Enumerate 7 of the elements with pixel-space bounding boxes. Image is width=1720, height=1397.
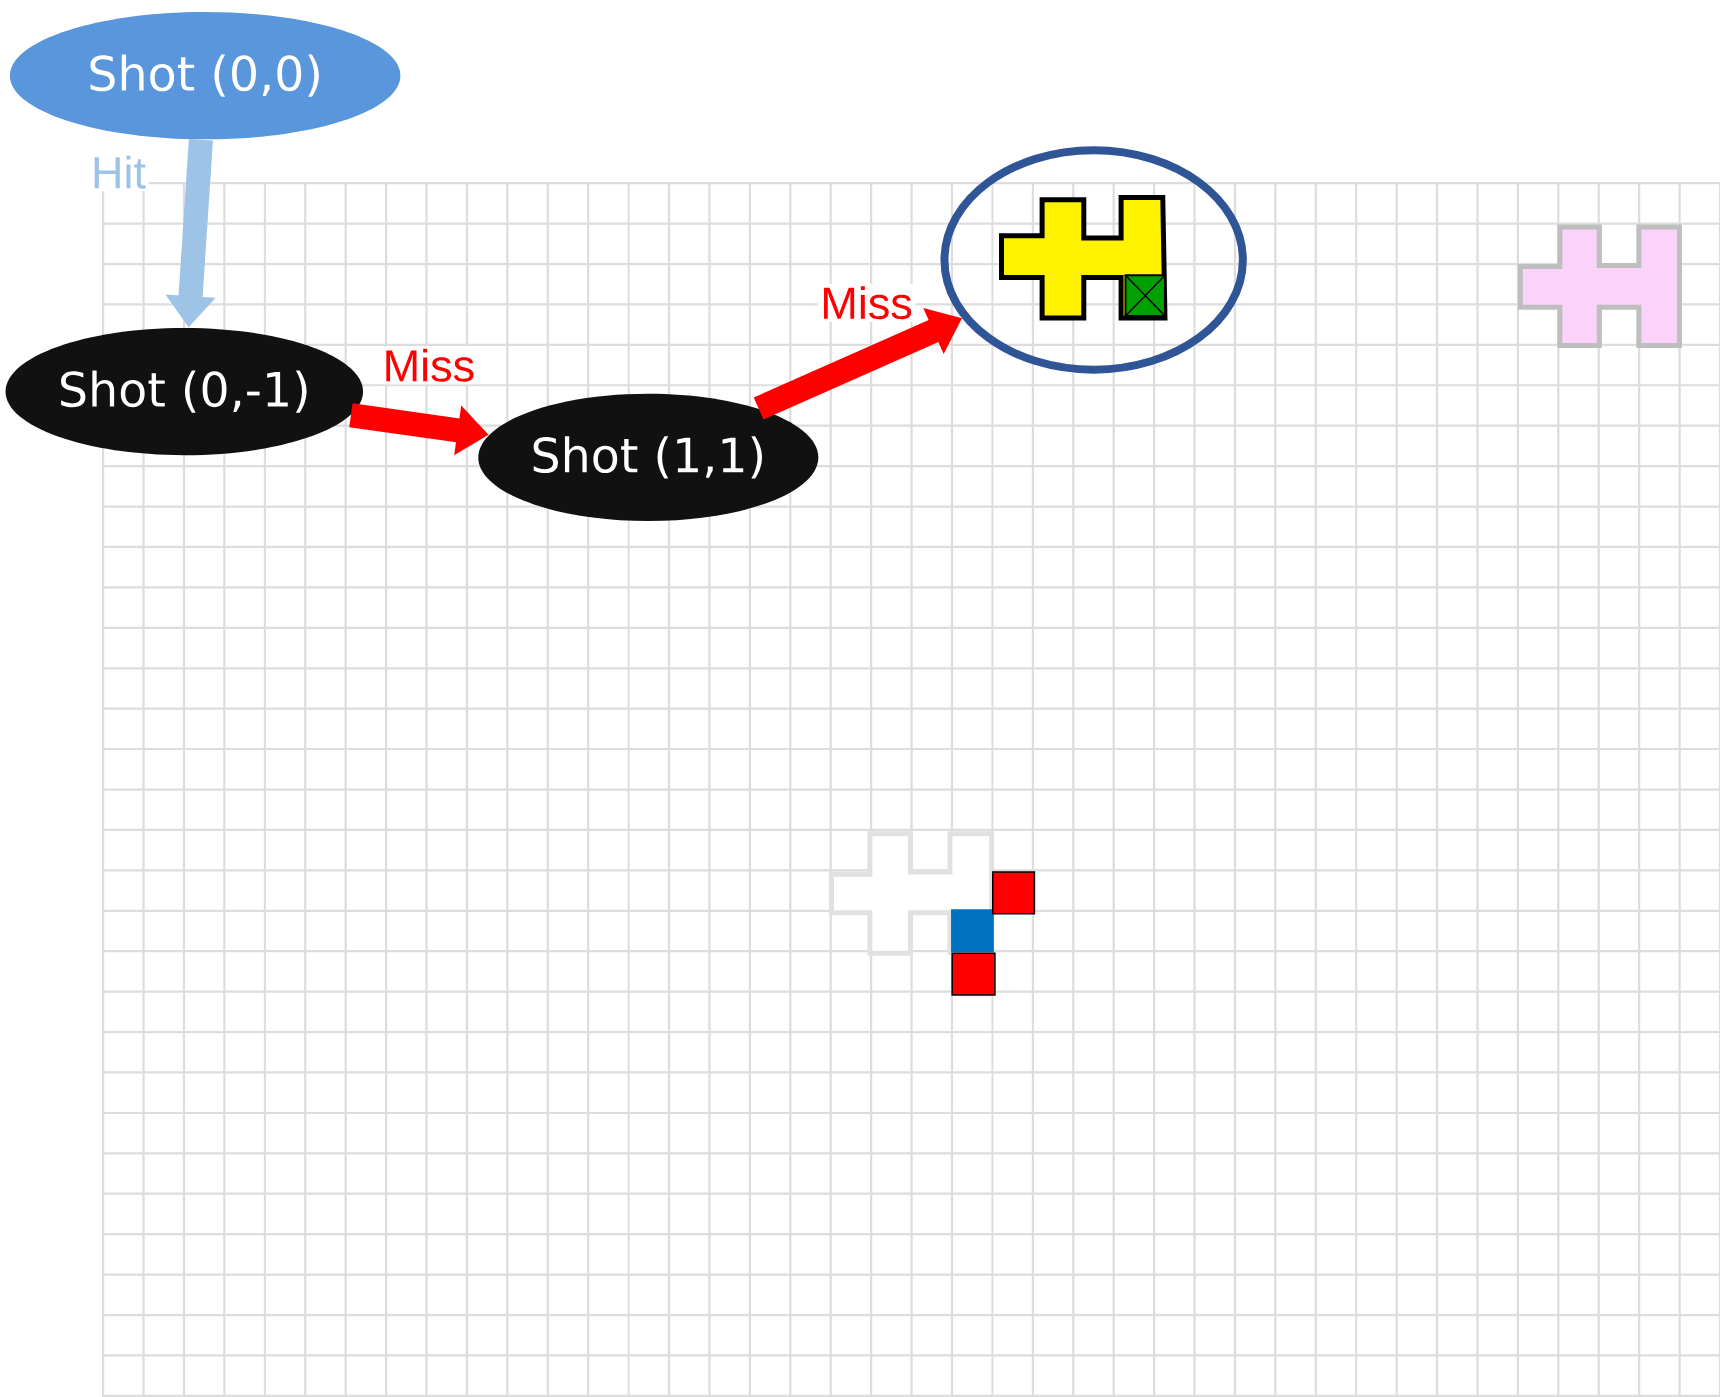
edge-label: Hit xyxy=(88,153,149,192)
ellipse-node: Shot (1,1) xyxy=(478,393,819,522)
ellipse-node: Shot (0,0) xyxy=(9,12,401,140)
edge-label: Miss xyxy=(380,346,478,385)
ellipse-outline xyxy=(940,146,1247,374)
ellipse-node: Shot (0,-1) xyxy=(5,328,364,456)
edge-label: Miss xyxy=(817,283,916,322)
